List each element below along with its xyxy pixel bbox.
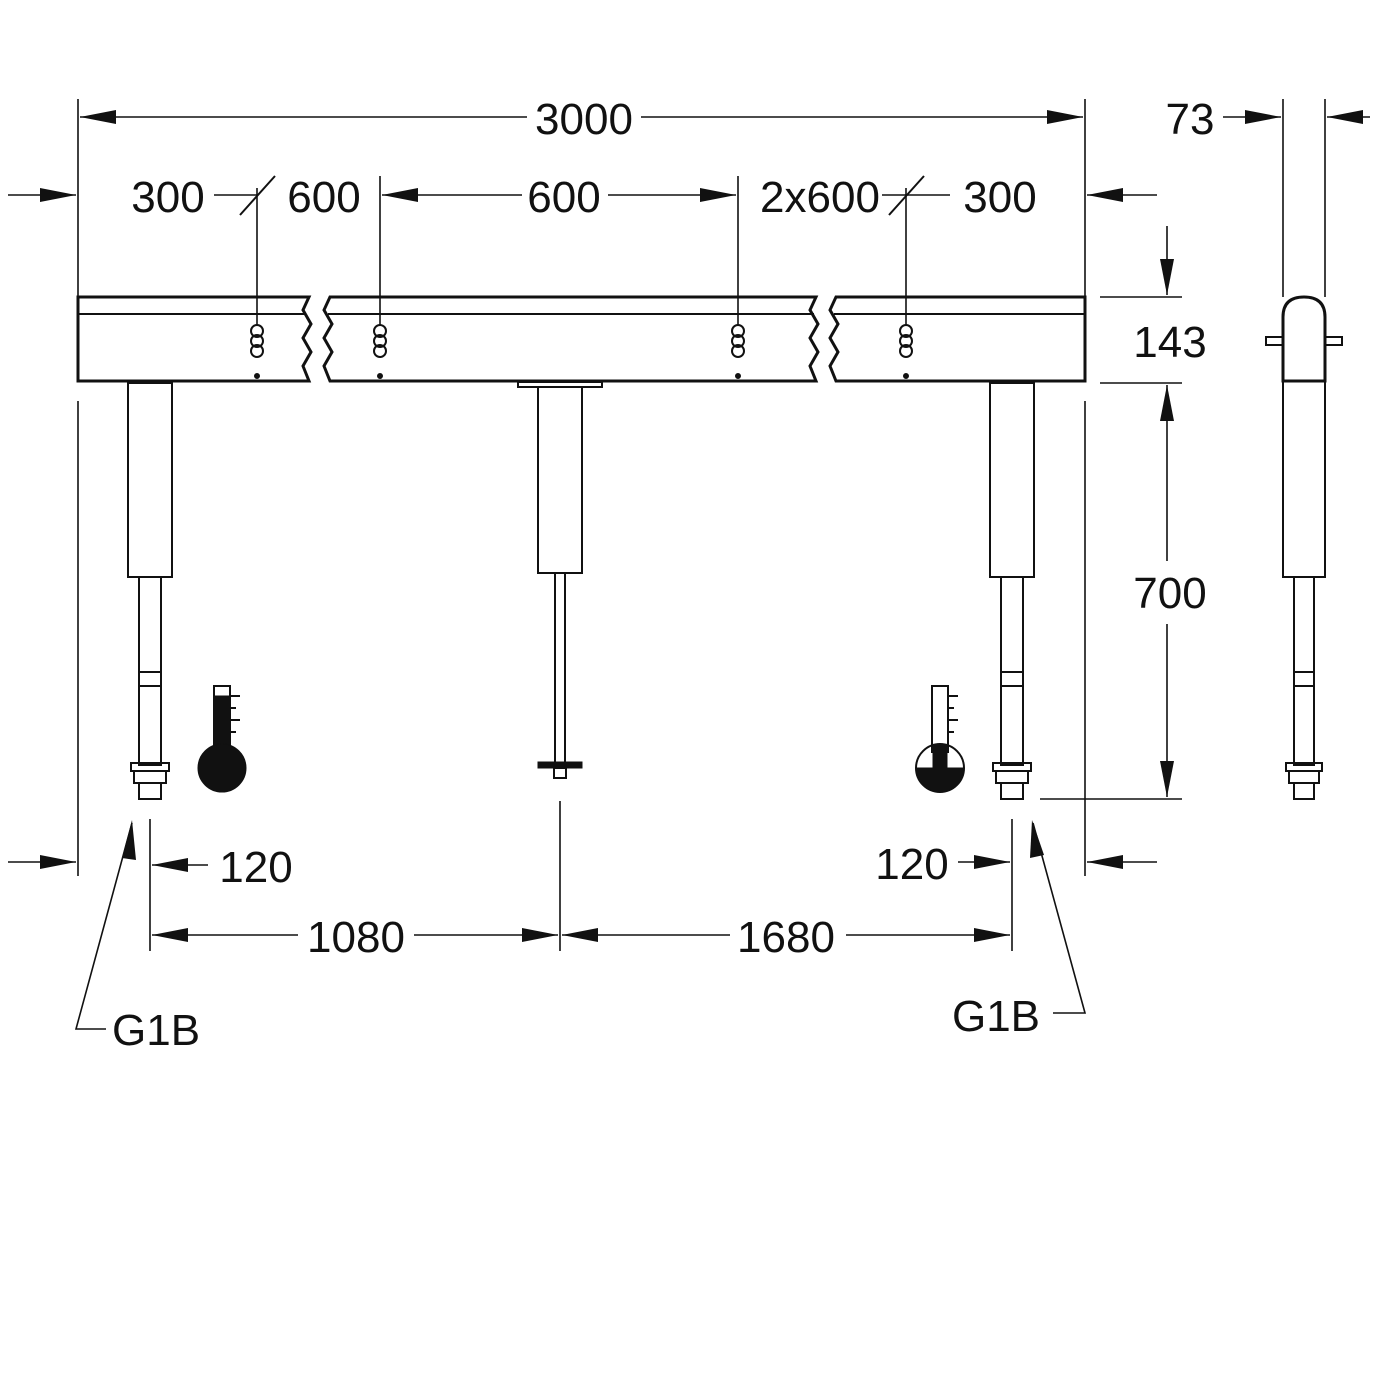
thermometer-cold-icon [915,685,965,793]
dim-bottom-edges [8,855,1157,869]
dim-right-spacing-text: 2x600 [760,173,880,222]
dim-hole-spacing-row: 300 600 600 2x600 300 [8,173,1157,222]
dim-rail-height-text: 143 [1133,318,1206,367]
dim-right-pipe-offset: 120 [875,840,1010,889]
dim-pipe-spacing-row: 1080 1680 [152,913,1010,962]
dim-leg-height: 700 [1133,385,1207,797]
mounting-hole-2 [373,324,387,379]
dim-overall-width: 3000 [80,95,1083,144]
mounting-hole-1 [250,324,264,379]
dim-left-edge-offset-text: 300 [131,173,204,222]
dim-leg-height-text: 700 [1133,569,1206,618]
thermometer-hot-icon [197,685,247,793]
dim-left-spacing-text: 600 [287,173,360,222]
side-view [1265,295,1343,800]
dim-right-edge-offset-text: 300 [963,173,1036,222]
dim-depth-text: 73 [1166,95,1215,144]
center-drain-leg [517,381,603,779]
dim-rail-height: 143 [1133,226,1207,367]
mounting-hole-4 [899,324,913,379]
left-supply-leg [127,382,173,800]
rail-front-view [76,295,1087,383]
dim-left-pipe-offset: 120 [152,843,293,892]
dim-depth: 73 [1166,95,1370,144]
right-supply-leg [989,382,1035,800]
leader-left-connection: G1B [74,820,200,1055]
dim-right-pipe-offset-text: 120 [875,840,948,889]
label-right-connection: G1B [952,992,1040,1041]
leader-right-connection: G1B [952,820,1087,1041]
extension-lines [77,99,1326,951]
label-left-connection: G1B [112,1006,200,1055]
dim-left-to-center-text: 1080 [307,913,405,962]
dim-overall-width-text: 3000 [535,95,633,144]
dim-left-pipe-offset-text: 120 [219,843,292,892]
mounting-hole-3 [731,324,745,379]
dim-center-to-right-text: 1680 [737,913,835,962]
dim-middle-spacing-text: 600 [527,173,600,222]
